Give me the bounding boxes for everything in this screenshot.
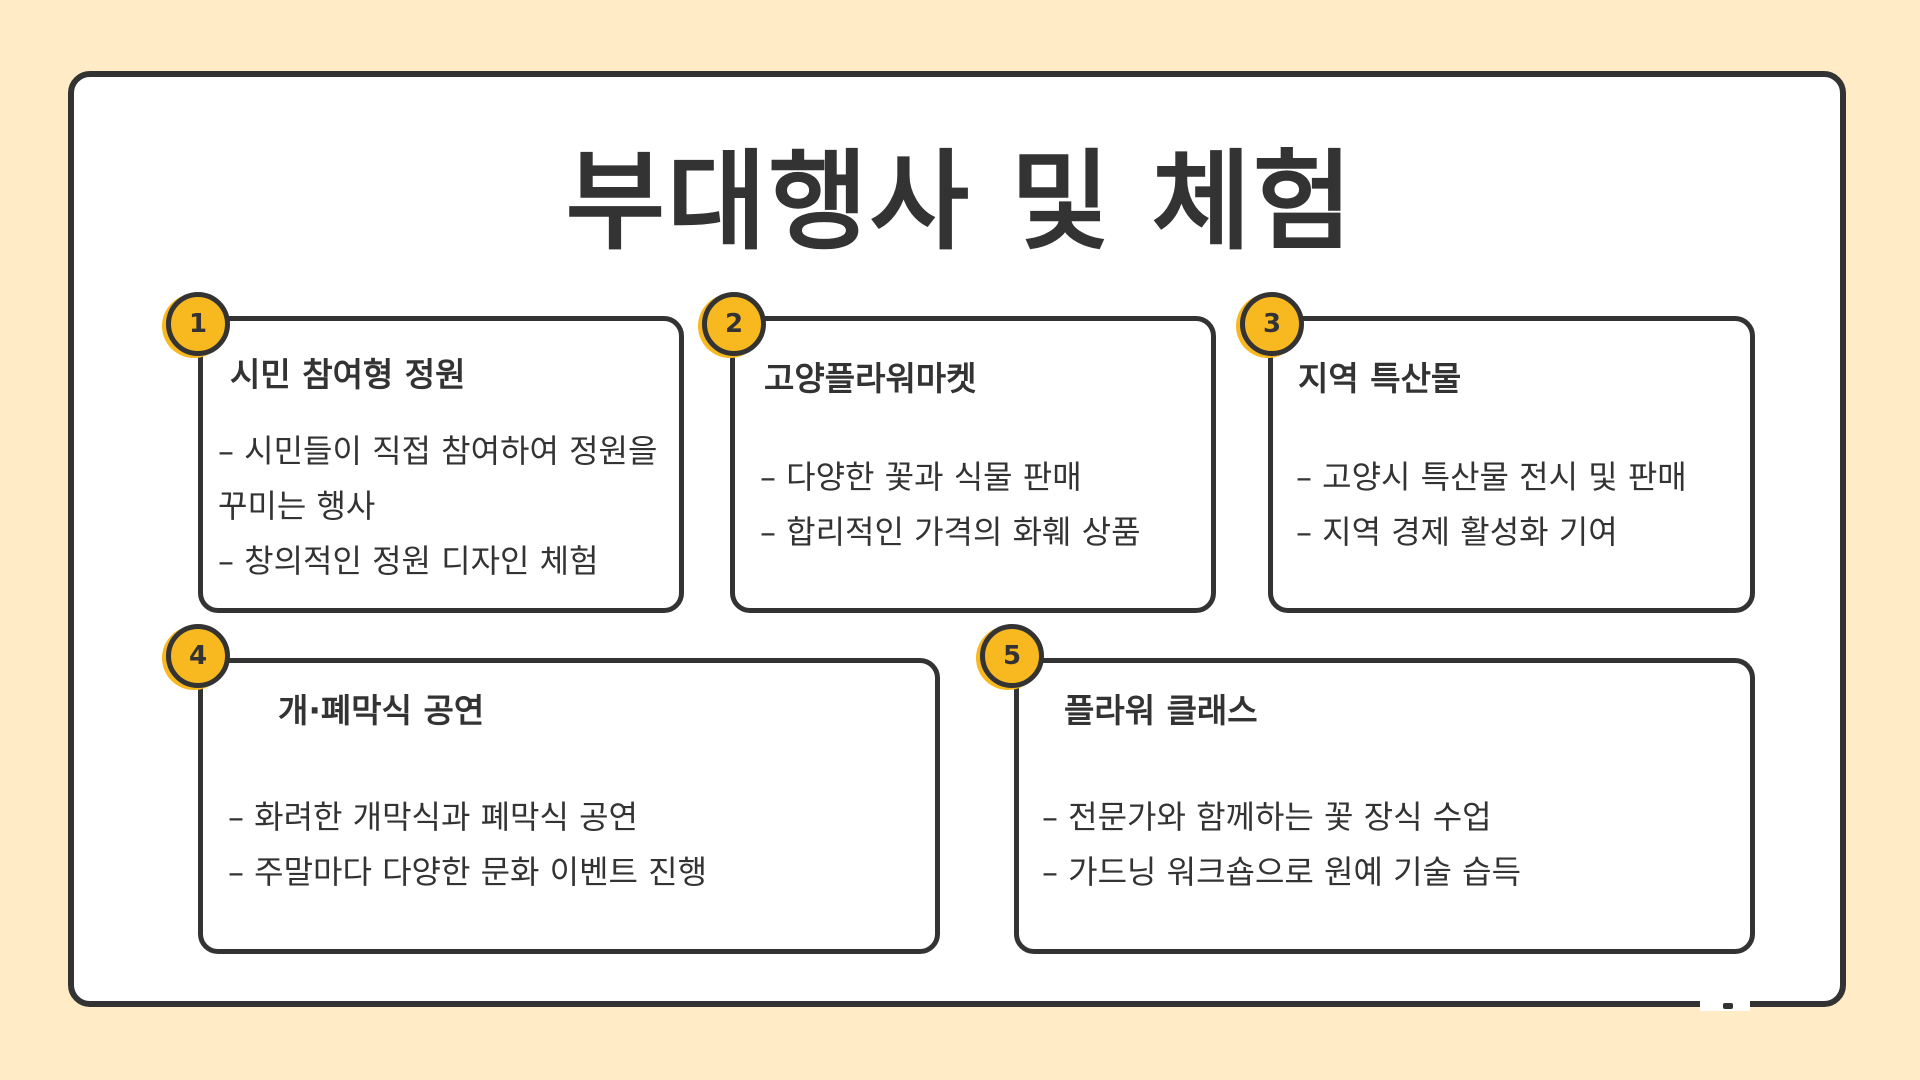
card-title: 개·폐막식 공연 [278,691,485,730]
card-line: – 고양시 특산물 전시 및 판매 [1296,458,1687,496]
card-citizen-garden [198,316,684,613]
card-title: 플라워 클래스 [1064,691,1258,730]
frame-dot [1723,1003,1733,1009]
number-badge: 4 [166,624,230,688]
card-line: – 다양한 꽃과 식물 판매 [760,458,1082,496]
slide-title: 부대행사 및 체험 [565,140,1355,265]
card-line: – 화려한 개막식과 폐막식 공연 [228,798,638,836]
number-badge: 3 [1240,292,1304,356]
card-line: – 주말마다 다양한 문화 이벤트 진행 [228,853,708,891]
card-line: – 전문가와 함께하는 꽃 장식 수업 [1042,798,1492,836]
card-line: – 가드닝 워크숍으로 원예 기술 습득 [1042,853,1522,891]
card-body: – 전문가와 함께하는 꽃 장식 수업 – 가드닝 워크숍으로 원예 기술 습득 [1042,790,1521,900]
card-body: – 고양시 특산물 전시 및 판매 – 지역 경제 활성화 기여 [1296,450,1687,560]
card-flower-class [1014,658,1755,954]
number-badge: 5 [980,624,1044,688]
number-badge: 2 [702,292,766,356]
card-line: – 창의적인 정원 디자인 체험 [218,542,599,580]
card-line: – 시민들이 직접 참여하여 정원을 꾸미는 행사 [218,432,658,525]
card-title: 지역 특산물 [1298,359,1462,398]
card-body: – 시민들이 직접 참여하여 정원을 꾸미는 행사 – 창의적인 정원 디자인 … [218,424,668,589]
number-badge: 1 [166,292,230,356]
card-body: – 화려한 개막식과 폐막식 공연 – 주말마다 다양한 문화 이벤트 진행 [228,790,707,900]
card-line: – 지역 경제 활성화 기여 [1296,513,1618,551]
card-local-specialty [1268,316,1755,613]
card-flower-market [730,316,1216,613]
card-body: – 다양한 꽃과 식물 판매 – 합리적인 가격의 화훼 상품 [760,450,1141,560]
card-title: 고양플라워마켓 [764,359,977,398]
card-ceremony-performance [198,658,940,954]
card-line: – 합리적인 가격의 화훼 상품 [760,513,1141,551]
card-title: 시민 참여형 정원 [230,355,466,394]
